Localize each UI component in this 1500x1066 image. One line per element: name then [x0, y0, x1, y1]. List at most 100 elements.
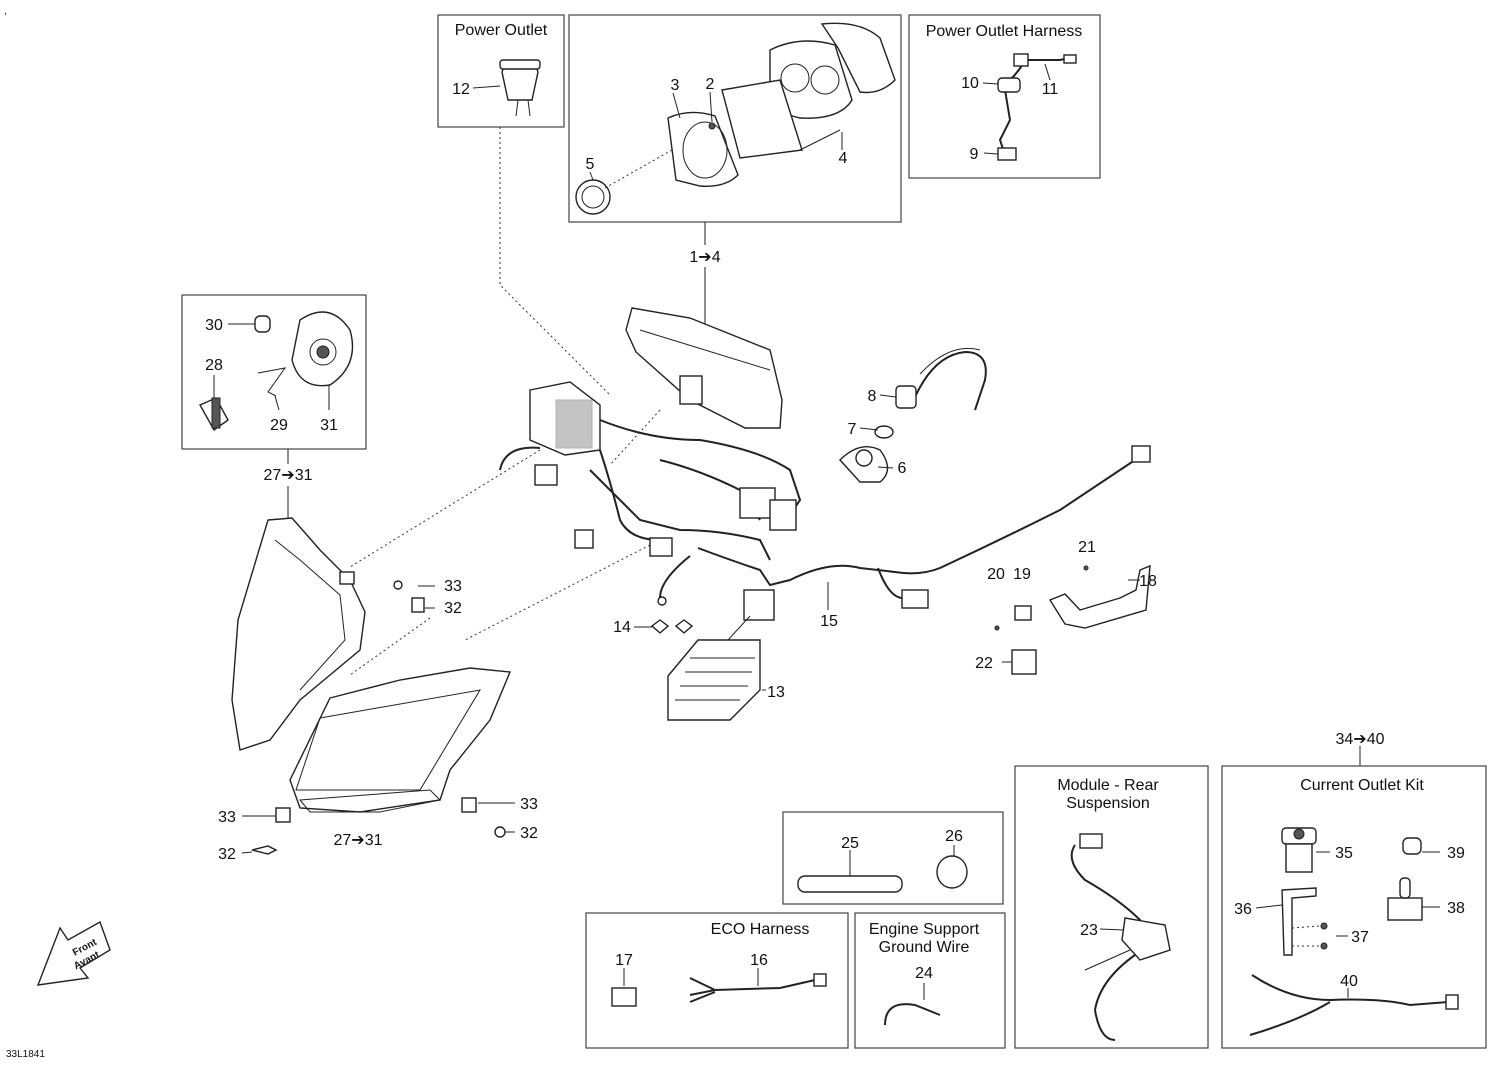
- callout-4: 4: [839, 150, 848, 167]
- callout-27-31-top: 27➔31: [264, 467, 313, 484]
- box-title-current-outlet-kit: Current Outlet Kit: [1300, 777, 1424, 794]
- callout-32c: 32: [520, 825, 538, 842]
- callout-35: 35: [1335, 845, 1353, 862]
- box-title-module-rear-2: Suspension: [1066, 795, 1150, 812]
- bracket-group: 18 21 20 19 22: [975, 539, 1157, 675]
- callout-20: 20: [987, 566, 1005, 583]
- box-power-outlet: Power Outlet 12: [437, 14, 565, 128]
- fasteners: 33 32 33 32 33 32: [218, 578, 538, 863]
- sleeve-25: [797, 875, 903, 893]
- callout-26: 26: [945, 828, 963, 845]
- callout-13: 13: [767, 684, 785, 701]
- callout-14: 14: [613, 619, 631, 636]
- bracket-36: [1281, 887, 1317, 956]
- callout-10: 10: [961, 75, 979, 92]
- screw-21: [1083, 565, 1089, 571]
- callout-34-40: 34➔40: [1336, 731, 1385, 748]
- box-gauge: 3 2 4 5: [568, 14, 902, 223]
- callout-18: 18: [1139, 573, 1157, 590]
- headlight-right: [289, 667, 512, 813]
- key-switch-group: 8 7 6: [839, 347, 987, 483]
- headlight-left: [231, 517, 366, 751]
- callout-31: 31: [320, 417, 338, 434]
- box-title-power-outlet-harness: Power Outlet Harness: [926, 23, 1083, 40]
- callout-24: 24: [915, 965, 933, 982]
- nut-14a: [650, 619, 670, 634]
- callout-6: 6: [898, 460, 907, 477]
- power-outlet-part-12: [499, 59, 541, 117]
- callout-7: 7: [848, 421, 857, 438]
- nut-14b: [674, 619, 694, 634]
- callout-25: 25: [841, 835, 859, 852]
- callout-29: 29: [270, 417, 288, 434]
- gauge-bezel-3: [667, 111, 739, 187]
- callout-1-4: 1➔4: [689, 249, 720, 266]
- callout-3: 3: [671, 77, 680, 94]
- callout-33a: 33: [444, 578, 462, 595]
- callout-9: 9: [970, 146, 979, 163]
- callout-32a: 32: [444, 600, 462, 617]
- bulb-cap-30: [254, 315, 271, 333]
- box-module-rear-suspension: Module - Rear Suspension 23: [1014, 765, 1209, 1049]
- box-eco-harness: ECO Harness 17 16: [585, 912, 849, 1049]
- switch-38: [1387, 897, 1423, 921]
- harness-connector-9: [997, 147, 1017, 161]
- callout-36: 36: [1234, 901, 1252, 918]
- box-title-power-outlet: Power Outlet: [455, 22, 548, 39]
- outlet-35: [1285, 843, 1313, 873]
- callout-37: 37: [1351, 929, 1369, 946]
- screw-20: [994, 625, 1000, 631]
- box-title-eco-harness: ECO Harness: [711, 921, 810, 938]
- callout-32b: 32: [218, 846, 236, 863]
- callout-12: 12: [452, 81, 470, 98]
- box-sleeve: 25 26: [782, 811, 1004, 905]
- harness-boot-10: [997, 77, 1021, 93]
- main-harness-15: [697, 459, 1136, 587]
- callout-27-31-bottom: 27➔31: [334, 832, 383, 849]
- callout-40: 40: [1340, 973, 1358, 990]
- callout-38: 38: [1447, 900, 1465, 917]
- box-power-outlet-harness: Power Outlet Harness 10 11 9: [908, 14, 1101, 179]
- box-title-module-rear-1: Module - Rear: [1057, 777, 1159, 794]
- bulb-39: [1402, 837, 1422, 855]
- relay-22: [1011, 649, 1037, 675]
- drawing-code: 33L1841: [6, 1049, 45, 1060]
- leader-power-outlet: [499, 127, 611, 396]
- module-23: [1121, 917, 1171, 961]
- bracket-18: [1048, 564, 1151, 629]
- voltage-regulator-13: [667, 639, 761, 721]
- callout-15: 15: [820, 613, 838, 630]
- callout-23: 23: [1080, 922, 1098, 939]
- callout-33c: 33: [520, 796, 538, 813]
- gauge-dial-5: [575, 179, 611, 215]
- gauge-screw-2: [708, 122, 716, 130]
- gauge-seal: [820, 22, 896, 94]
- front-arrow: Front Avant: [36, 920, 111, 986]
- switch-17: [611, 987, 637, 1007]
- gauge-cluster-1-4: [625, 307, 783, 429]
- callout-28: 28: [205, 357, 223, 374]
- regulator-group: 13 14 15: [613, 582, 838, 721]
- gauge-lens: [721, 79, 803, 159]
- tie-26: [936, 855, 968, 889]
- eco-harness-16: [689, 977, 816, 992]
- box-engine-support: Engine Support Ground Wire 24: [854, 912, 1006, 1049]
- bulb-clip-29: [257, 367, 287, 397]
- box-current-outlet-kit: Current Outlet Kit 35 36 37 38 39 40: [1221, 765, 1487, 1049]
- main-assembly: [231, 307, 1151, 813]
- callout-39: 39: [1447, 845, 1465, 862]
- callout-33b: 33: [218, 809, 236, 826]
- corner-mark: ,: [4, 6, 7, 17]
- callout-21: 21: [1078, 539, 1096, 556]
- callout-5: 5: [586, 156, 595, 173]
- callout-22: 22: [975, 655, 993, 672]
- ground-wire-24: [884, 1003, 941, 1026]
- callout-16: 16: [750, 952, 768, 969]
- box-title-engine-support-2: Ground Wire: [879, 939, 970, 956]
- callout-2: 2: [706, 76, 715, 93]
- box-title-engine-support-1: Engine Support: [869, 921, 980, 938]
- relay-19: [1014, 605, 1032, 621]
- box-headlight-bulb: 30 28 29 31: [181, 294, 367, 450]
